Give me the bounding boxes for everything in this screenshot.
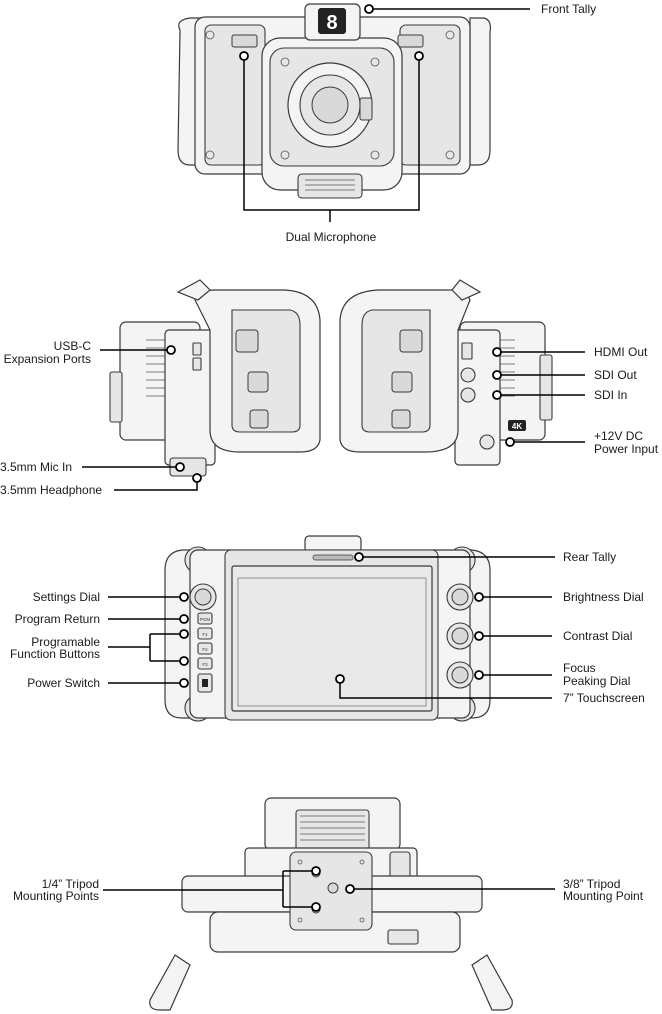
label-brightness-dial: Brightness Dial	[563, 590, 644, 604]
f1-button-text: F1	[202, 632, 208, 637]
label-power-2: Power Input	[594, 442, 659, 456]
4k-badge-text: 4K	[512, 422, 522, 431]
front-view: 8	[177, 3, 491, 199]
contrast-dial-marker	[474, 631, 484, 641]
f2-button-text: F2	[202, 647, 208, 652]
rear-tally-marker	[354, 552, 364, 562]
f3-button-text: F3	[202, 662, 208, 667]
touchscreen	[231, 565, 433, 712]
label-sdi-out: SDI Out	[594, 368, 637, 382]
usb-c-marker	[166, 345, 176, 355]
headphone-marker	[192, 473, 202, 483]
right-side-view: 4K	[339, 279, 553, 466]
rear-tally-light	[312, 554, 354, 561]
three-eighths-mount	[327, 882, 339, 894]
bottom-right-foot	[471, 954, 513, 1011]
left-side-view	[109, 279, 321, 477]
label-mic-in: 3.5mm Mic In	[0, 460, 72, 474]
left-mic-marker	[239, 51, 249, 61]
label-usb-c-1: USB-C	[54, 339, 92, 353]
right-microphone	[397, 34, 424, 48]
hdmi-marker	[492, 347, 502, 357]
front-tally-display	[318, 8, 346, 34]
quarter-inch-top-marker	[311, 866, 321, 876]
rear-buttons: PGM F1 F2 F3	[197, 612, 213, 670]
function-button-bottom-marker	[179, 656, 189, 666]
label-headphone: 3.5mm Headphone	[0, 483, 102, 497]
pgm-button-text: PGM	[200, 617, 211, 622]
label-sdi-in: SDI In	[594, 388, 627, 402]
focus-peaking-marker	[474, 670, 484, 680]
touchscreen-marker	[335, 674, 345, 684]
label-usb-c-2: Expansion Ports	[4, 352, 91, 366]
label-front-tally: Front Tally	[541, 2, 596, 16]
4k-badge	[508, 420, 526, 431]
label-three-eighths-1: 3/8” Tripod	[563, 877, 620, 891]
brightness-dial-marker	[474, 592, 484, 602]
power-input-marker	[505, 437, 515, 447]
label-power-1: +12V DC	[594, 429, 643, 443]
bottom-view	[149, 797, 513, 1011]
pgm-button	[197, 612, 213, 625]
label-focus-peaking-2: Peaking Dial	[563, 674, 630, 688]
label-program-return: Program Return	[15, 612, 100, 626]
front-tally-digit: 8	[326, 12, 337, 34]
label-three-eighths-2: Mounting Point	[563, 889, 644, 903]
label-dual-microphone: Dual Microphone	[286, 230, 377, 244]
program-return-marker	[179, 614, 189, 624]
left-microphone	[231, 34, 258, 48]
label-rear-tally: Rear Tally	[563, 550, 616, 564]
rear-view: PGM F1 F2 F3	[164, 535, 491, 722]
label-function-buttons-2: Function Buttons	[10, 647, 100, 661]
label-settings-dial: Settings Dial	[33, 590, 100, 604]
label-hdmi-out: HDMI Out	[594, 345, 648, 359]
f2-button	[197, 642, 213, 655]
quarter-inch-bottom-marker	[311, 902, 321, 912]
function-button-top-marker	[179, 629, 189, 639]
three-eighths-marker	[345, 884, 355, 894]
front-tally-marker	[364, 4, 374, 14]
right-mic-marker	[414, 51, 424, 61]
f1-button	[197, 627, 213, 640]
sdi-in-marker	[492, 390, 502, 400]
label-contrast-dial: Contrast Dial	[563, 629, 632, 643]
bottom-left-foot	[149, 954, 191, 1011]
label-focus-peaking-1: Focus	[563, 661, 596, 675]
front-right-handle	[469, 17, 491, 166]
label-quarter-inch-1: 1/4” Tripod	[42, 877, 99, 891]
label-function-buttons-1: Programable	[31, 635, 100, 649]
mic-in-marker	[175, 462, 185, 472]
power-switch-marker	[179, 678, 189, 688]
label-power-switch: Power Switch	[27, 676, 100, 690]
settings-dial-marker	[179, 592, 189, 602]
label-quarter-inch-2: Mounting Points	[13, 889, 99, 903]
label-touchscreen: 7” Touchscreen	[563, 691, 645, 705]
f3-button	[197, 657, 213, 670]
sdi-out-marker	[492, 370, 502, 380]
